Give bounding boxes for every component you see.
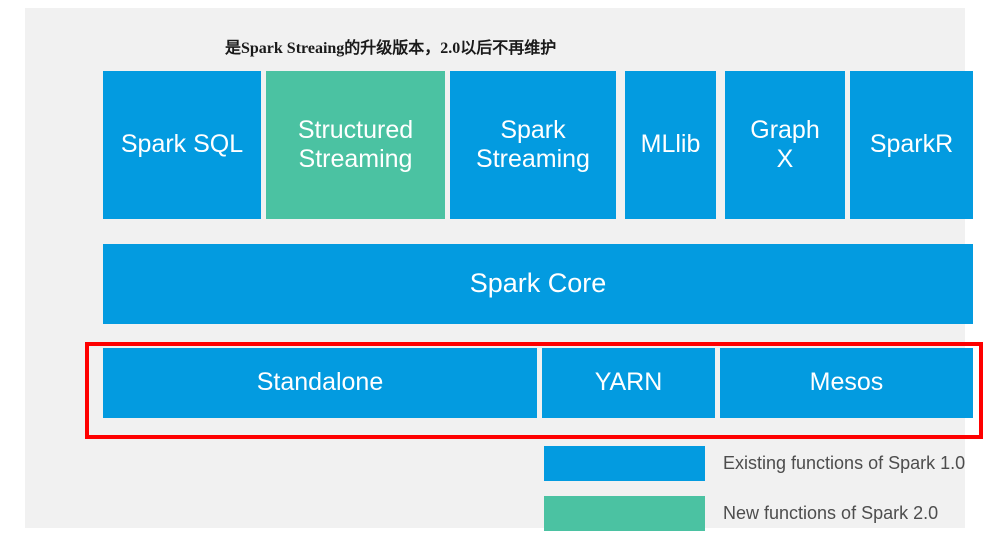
block-mesos[interactable]: Mesos [720, 348, 973, 418]
legend-item-existing: Existing functions of Spark 1.0 [544, 446, 965, 481]
legend-swatch-existing [544, 446, 705, 481]
block-yarn[interactable]: YARN [542, 348, 715, 418]
slide-canvas: 是Spark Streaing的升级版本，2.0以后不再维护 Spark SQL… [25, 8, 983, 531]
block-structured-streaming[interactable]: Structured Streaming [266, 71, 445, 219]
legend-swatch-new [544, 496, 705, 531]
block-graphx[interactable]: Graph X [725, 71, 845, 219]
block-sparkr[interactable]: SparkR [850, 71, 973, 219]
block-spark-streaming[interactable]: Spark Streaming [450, 71, 616, 219]
block-mllib[interactable]: MLlib [625, 71, 716, 219]
block-standalone[interactable]: Standalone [103, 348, 537, 418]
block-spark-core[interactable]: Spark Core [103, 244, 973, 324]
annotation-note: 是Spark Streaing的升级版本，2.0以后不再维护 [225, 40, 557, 57]
highlight-rectangle [85, 342, 983, 439]
legend-label-new: New functions of Spark 2.0 [723, 503, 939, 523]
legend-label-existing: Existing functions of Spark 1.0 [723, 453, 966, 473]
libraries-row: Spark SQL Structured Streaming Spark Str… [25, 8, 973, 528]
legend-item-new: New functions of Spark 2.0 [544, 496, 938, 531]
block-spark-sql[interactable]: Spark SQL [103, 71, 261, 219]
